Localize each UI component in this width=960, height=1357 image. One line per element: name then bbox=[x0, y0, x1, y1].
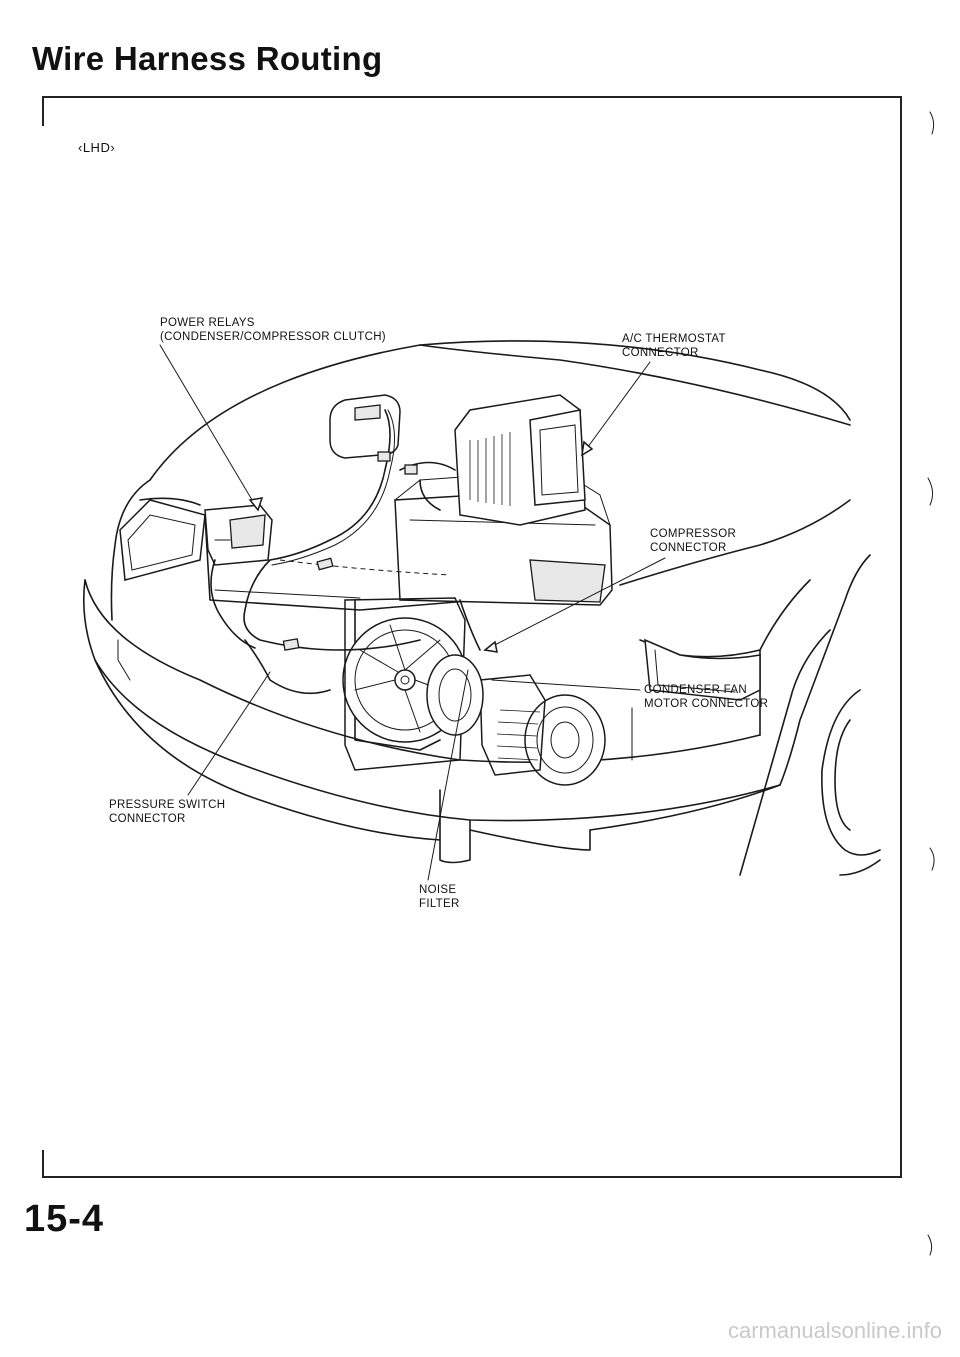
callout-condenser-fan-motor-connector: CONDENSER FAN MOTOR CONNECTOR bbox=[644, 684, 769, 710]
leader-pressure-switch bbox=[187, 671, 271, 796]
callout-power-relays: POWER RELAYS (CONDENSER/COMPRESSOR CLUTC… bbox=[160, 317, 386, 343]
leader-arrow bbox=[248, 497, 264, 512]
leader-power-relays bbox=[159, 344, 259, 511]
engine-components bbox=[204, 394, 613, 786]
callout-leaders bbox=[159, 344, 666, 881]
leader-arrow bbox=[483, 640, 498, 653]
leader-condenser-fan bbox=[491, 679, 641, 691]
leader-ac-thermostat bbox=[581, 361, 651, 456]
callout-pressure-switch-connector: PRESSURE SWITCH CONNECTOR bbox=[109, 799, 226, 825]
watermark: carmanualsonline.info bbox=[727, 1318, 942, 1343]
leader-arrow bbox=[581, 440, 594, 457]
car-body bbox=[82, 340, 881, 876]
frame-corner-mark bbox=[42, 96, 44, 126]
page-number: 15-4 bbox=[24, 1198, 105, 1240]
diagram-frame bbox=[42, 96, 902, 1178]
frame-corner-mark bbox=[42, 1150, 44, 1178]
variant-label: ‹LHD› bbox=[78, 140, 116, 155]
callout-compressor-connector: COMPRESSOR CONNECTOR bbox=[650, 528, 737, 554]
leader-noise-filter bbox=[427, 669, 469, 881]
page-title: Wire Harness Routing bbox=[32, 40, 383, 77]
callout-ac-thermostat-connector: A/C THERMOSTAT CONNECTOR bbox=[622, 333, 726, 359]
margin-marks bbox=[927, 111, 935, 1256]
wire-harness bbox=[210, 409, 481, 695]
callout-noise-filter: NOISE FILTER bbox=[419, 884, 460, 910]
leader-compressor-connector bbox=[484, 557, 666, 651]
